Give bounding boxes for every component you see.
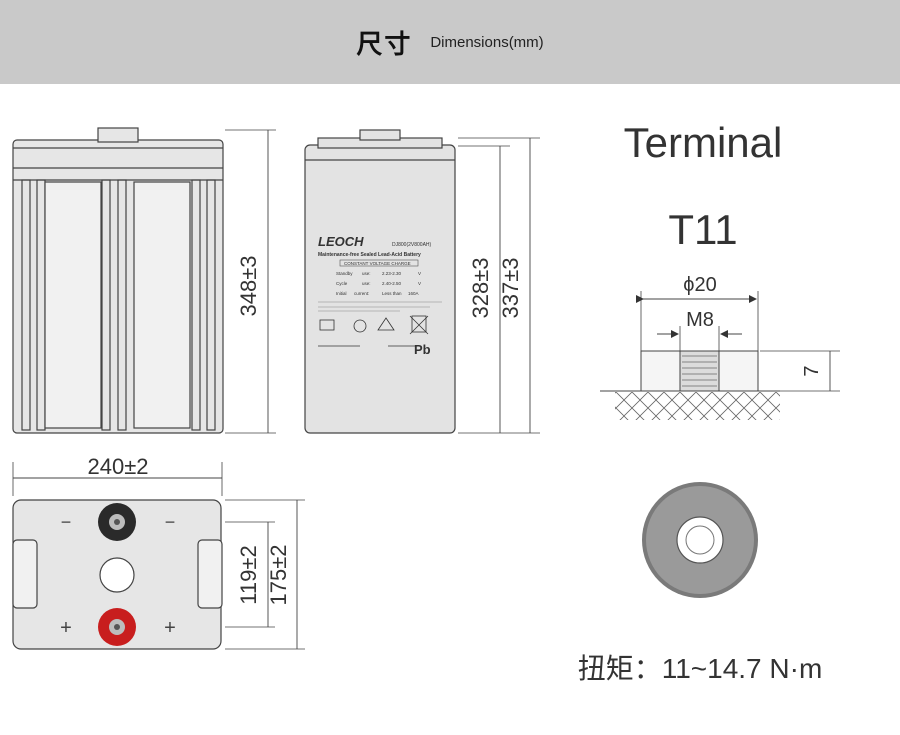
label-row-2-b: use: <box>362 281 371 286</box>
pos-sign-left: + <box>60 617 72 639</box>
title-en: Dimensions(mm) <box>430 33 544 51</box>
terminal-top-view <box>642 482 758 598</box>
label-row-3-d: 160A <box>408 291 419 296</box>
terminal-section <box>600 291 840 420</box>
front-height-label: 348±3 <box>236 255 261 316</box>
warning-lines <box>318 301 442 312</box>
title-zh: 尺寸 <box>356 29 413 60</box>
model-text: DJ800(2V800AH) <box>392 242 432 248</box>
terminal-negative <box>98 503 136 541</box>
thread-label: M8 <box>686 309 714 331</box>
torque-label: 扭矩：11~14.7 N·m <box>578 653 823 684</box>
top-depth-label-1: 119±2 <box>236 545 261 604</box>
certification-icons <box>318 315 429 347</box>
technical-drawing: 348±3 LEOCH DJ800(2V800AH) Maintenance-f… <box>12 119 840 684</box>
vent-cap <box>99 557 135 593</box>
const-voltage-text: CONSTANT VOLTAGE CHARGE <box>344 261 411 266</box>
terminal-title: Terminal <box>624 119 783 166</box>
pb-mark: Pb <box>414 342 431 357</box>
label-row-1-c: 2.23-2.30 <box>382 271 402 276</box>
label-row-3-a: Initial <box>336 291 347 296</box>
outer-diameter-label: ϕ20 <box>683 274 716 296</box>
label-rows: Standby use: 2.23-2.30 V Cycle use: 2.40… <box>336 271 421 296</box>
terminal-height-label: 7 <box>801 365 823 376</box>
pos-sign-right: + <box>164 617 176 639</box>
label-row-1-b: use: <box>362 271 371 276</box>
top-depth-label-2: 175±2 <box>266 544 291 605</box>
battery-label-panel: LEOCH DJ800(2V800AH) Maintenance-free Se… <box>318 234 442 357</box>
brand-logo: LEOCH <box>318 234 364 249</box>
label-row-2-c: 2.40-2.50 <box>382 281 402 286</box>
label-row-3-c: Less than <box>382 291 402 296</box>
label-subtitle: Maintenance-free Sealed Lead-Acid Batter… <box>318 252 421 258</box>
terminal-type: T11 <box>668 206 737 253</box>
side-height-label-2: 337±3 <box>498 257 523 318</box>
label-row-1-d: V <box>418 271 421 276</box>
label-row-3-b: current: <box>354 291 369 296</box>
label-row-1-a: Standby <box>336 271 353 276</box>
label-row-2-d: V <box>418 281 421 286</box>
top-width-label: 240±2 <box>87 454 148 479</box>
drawing-area: 348±3 LEOCH DJ800(2V800AH) Maintenance-f… <box>0 84 900 731</box>
label-row-2-a: Cycle <box>336 281 348 286</box>
terminal-positive <box>98 608 136 646</box>
neg-sign-right: − <box>165 512 176 532</box>
neg-sign-left: − <box>61 512 72 532</box>
side-height-label-1: 328±3 <box>468 257 493 318</box>
header-bar: 尺寸 Dimensions(mm) <box>0 0 900 84</box>
side-view <box>304 129 540 434</box>
top-view <box>12 462 305 650</box>
front-view <box>12 127 276 434</box>
